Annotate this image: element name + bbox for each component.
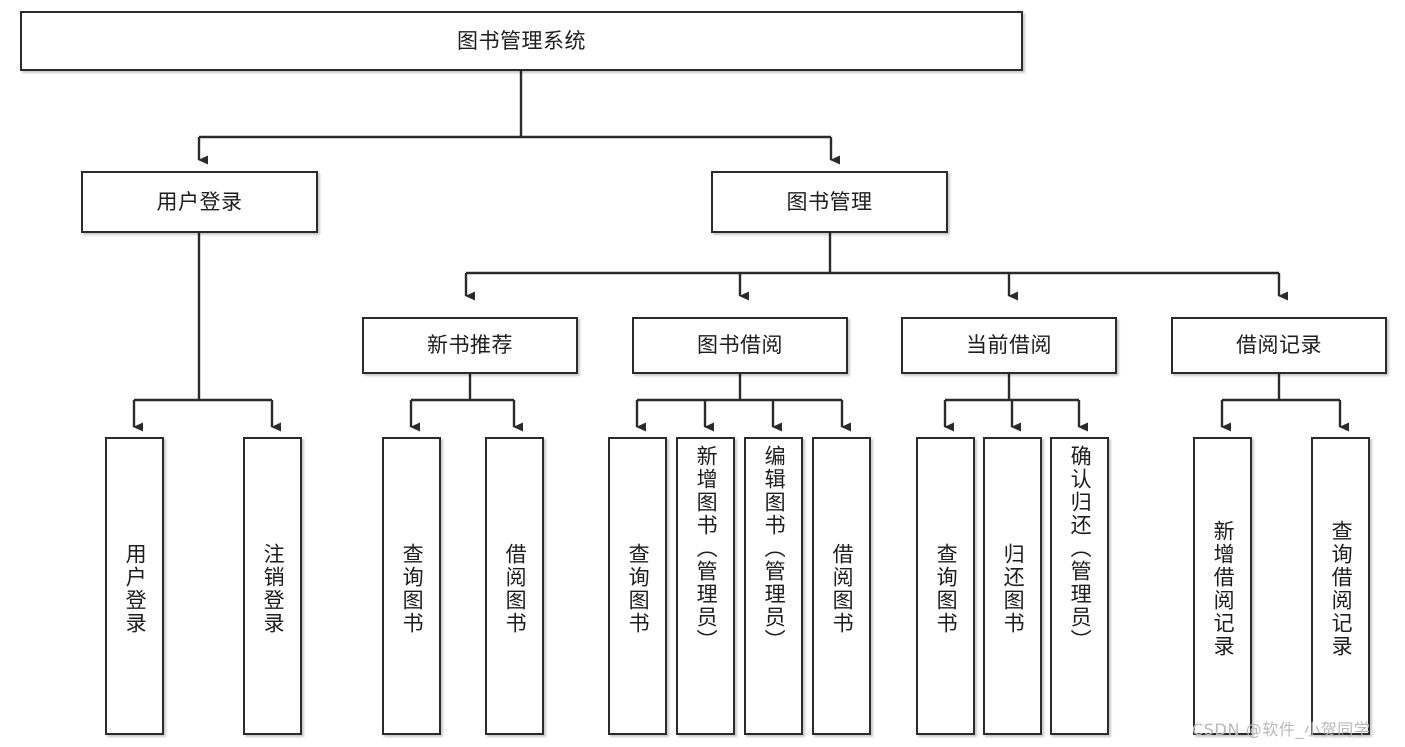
node-current-borrow-label: 当前借阅: [966, 333, 1052, 358]
node-leaf-query-record[interactable]: 查询借阅记录: [1311, 437, 1370, 735]
node-leaf-confirm-return[interactable]: 确认归还（管理员）: [1050, 437, 1109, 735]
node-leaf-user-login-label: 用户登录: [123, 543, 148, 635]
node-leaf-query-book-2-label: 查询图书: [626, 543, 651, 635]
node-root[interactable]: 图书管理系统: [20, 11, 1023, 71]
node-borrow-record-label: 借阅记录: [1236, 333, 1322, 358]
node-leaf-query-book-3-label: 查询图书: [934, 543, 959, 635]
node-book-borrow[interactable]: 图书借阅: [632, 317, 848, 374]
node-book-manage-label: 图书管理: [786, 189, 873, 214]
node-current-borrow[interactable]: 当前借阅: [901, 317, 1117, 374]
node-leaf-confirm-return-label: 确认归还（管理员）: [1068, 445, 1093, 652]
node-leaf-query-book-1[interactable]: 查询图书: [382, 437, 441, 735]
node-leaf-logout-label: 注销登录: [261, 543, 286, 635]
node-root-label: 图书管理系统: [457, 28, 586, 53]
node-new-book-recommend[interactable]: 新书推荐: [362, 317, 578, 374]
node-leaf-borrow-book-1[interactable]: 借阅图书: [485, 437, 544, 735]
node-leaf-query-book-2[interactable]: 查询图书: [608, 437, 667, 735]
node-borrow-record[interactable]: 借阅记录: [1171, 317, 1387, 374]
node-leaf-borrow-book-1-label: 借阅图书: [503, 543, 528, 635]
node-book-borrow-label: 图书借阅: [697, 333, 783, 358]
node-leaf-edit-book-label: 编辑图书（管理员）: [762, 445, 787, 652]
node-leaf-return-book[interactable]: 归还图书: [983, 437, 1042, 735]
node-leaf-edit-book[interactable]: 编辑图书（管理员）: [744, 437, 803, 735]
node-leaf-add-book[interactable]: 新增图书（管理员）: [676, 437, 735, 735]
node-leaf-query-book-3[interactable]: 查询图书: [916, 437, 975, 735]
node-new-book-recommend-label: 新书推荐: [427, 333, 513, 358]
node-book-manage[interactable]: 图书管理: [711, 171, 948, 233]
node-user-login[interactable]: 用户登录: [81, 171, 318, 233]
node-leaf-return-book-label: 归还图书: [1001, 543, 1026, 635]
node-leaf-user-login[interactable]: 用户登录: [105, 437, 164, 735]
node-leaf-borrow-book-2-label: 借阅图书: [830, 543, 855, 635]
node-leaf-add-record[interactable]: 新增借阅记录: [1193, 437, 1252, 735]
node-leaf-add-book-label: 新增图书（管理员）: [694, 445, 719, 652]
node-leaf-borrow-book-2[interactable]: 借阅图书: [812, 437, 871, 735]
node-leaf-query-record-label: 查询借阅记录: [1329, 520, 1354, 658]
csdn-watermark: CSDN @软件_小贺同学: [1192, 720, 1371, 739]
node-user-login-label: 用户登录: [156, 189, 243, 214]
node-leaf-add-record-label: 新增借阅记录: [1211, 520, 1236, 658]
node-leaf-logout[interactable]: 注销登录: [243, 437, 302, 735]
node-leaf-query-book-1-label: 查询图书: [400, 543, 425, 635]
